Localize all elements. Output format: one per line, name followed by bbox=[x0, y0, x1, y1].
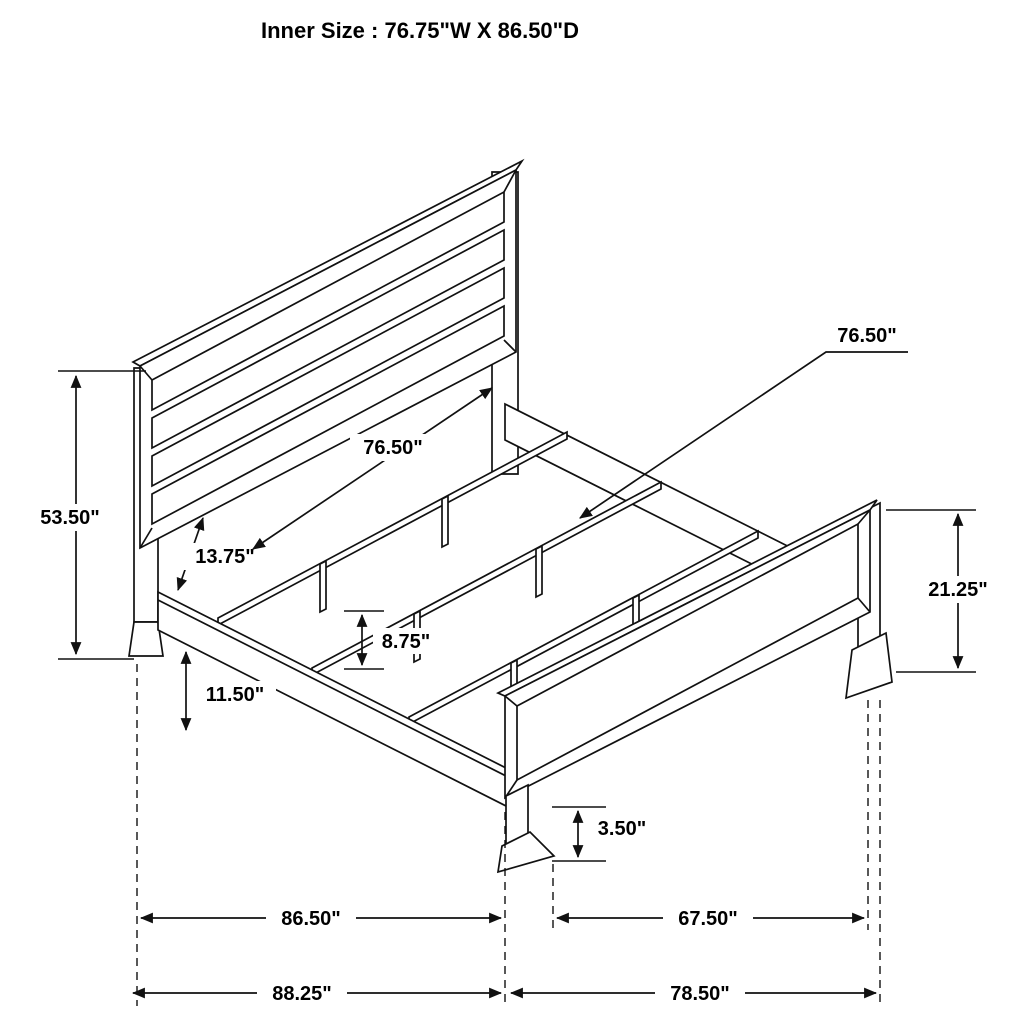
cross-rail-2-leg-b bbox=[535, 544, 543, 599]
dim-arrow bbox=[252, 387, 493, 550]
dim-footboard-height: 21.25" bbox=[886, 509, 1002, 673]
footboard-miter-tr bbox=[857, 509, 871, 525]
dim-label-bg bbox=[28, 504, 112, 531]
footboard-miter-br bbox=[857, 597, 871, 613]
front-side-rail-ledge bbox=[157, 599, 511, 779]
footboard bbox=[495, 499, 893, 874]
footboard-left-foot bbox=[496, 830, 556, 874]
footboard-miter-tl bbox=[504, 695, 518, 707]
headboard-slat-1 bbox=[151, 190, 505, 412]
dim-rail-clearance: 11.50" bbox=[180, 650, 276, 732]
dim-side-rail-length: 86.50" bbox=[139, 903, 503, 932]
dim-leg-height: 8.75" bbox=[344, 610, 439, 670]
dim-inner-width-label: 76.50" bbox=[363, 437, 423, 459]
headboard-slat-2 bbox=[151, 228, 505, 450]
dim-label-bg bbox=[266, 903, 356, 932]
dim-overall-width: 78.50" bbox=[509, 978, 878, 1007]
dim-label-bg bbox=[663, 903, 753, 932]
dim-label-bg bbox=[914, 576, 1002, 603]
cross-rail-1-leg-a bbox=[319, 559, 327, 614]
dim-headboard-height: 53.50" bbox=[28, 370, 146, 660]
dim-label-bg bbox=[823, 322, 911, 349]
dim-overall-depth: 88.25" bbox=[131, 978, 503, 1007]
dim-footboard-length: 67.50" bbox=[555, 903, 866, 932]
headboard-miter-br bbox=[503, 339, 517, 353]
footboard-inner-panel bbox=[516, 522, 859, 782]
dim-headboard-gap-label: 13.75" bbox=[195, 546, 255, 568]
cross-rail-1-leg-b bbox=[441, 494, 449, 549]
dim-label-bg bbox=[373, 628, 439, 654]
dim-support-rail: 76.50" bbox=[579, 322, 911, 519]
dim-headboard-height-label: 53.50" bbox=[40, 507, 100, 529]
dim-label-bg bbox=[590, 815, 654, 841]
dim-rail-clearance-label: 11.50" bbox=[206, 684, 264, 706]
dim-overall-depth-label: 88.25" bbox=[272, 983, 332, 1005]
headboard-slat-3 bbox=[151, 266, 505, 488]
headboard-miter-tl bbox=[139, 365, 153, 381]
dim-label-bg bbox=[194, 681, 276, 708]
dim-support-rail-label: 76.50" bbox=[837, 325, 897, 347]
diagram-title: Inner Size : 76.75"W X 86.50"D bbox=[261, 18, 579, 43]
dim-label-bg bbox=[655, 978, 745, 1007]
footboard-right-foot bbox=[844, 631, 893, 700]
headboard bbox=[128, 158, 525, 657]
extension-lines bbox=[136, 664, 881, 1006]
headboard-left-foot bbox=[128, 621, 164, 657]
dim-headboard-gap: 13.75" bbox=[176, 516, 266, 592]
dim-label-bg bbox=[350, 434, 436, 461]
dim-foot-height: 3.50" bbox=[552, 806, 654, 862]
dim-foot-height-label: 3.50" bbox=[598, 818, 646, 840]
headboard-miter-tr bbox=[503, 169, 517, 193]
dim-footboard-length-label: 67.50" bbox=[678, 908, 738, 930]
footboard-panel bbox=[504, 508, 871, 800]
dim-side-rail-length-label: 86.50" bbox=[281, 908, 341, 930]
dim-label-bg bbox=[257, 978, 347, 1007]
dim-footboard-height-label: 21.25" bbox=[928, 579, 988, 601]
dim-leg-height-label: 8.75" bbox=[382, 631, 430, 653]
dim-overall-width-label: 78.50" bbox=[670, 983, 730, 1005]
headboard-miter-bl bbox=[139, 527, 153, 549]
dim-leader bbox=[579, 351, 908, 519]
dim-inner-width: 76.50" bbox=[252, 387, 493, 550]
